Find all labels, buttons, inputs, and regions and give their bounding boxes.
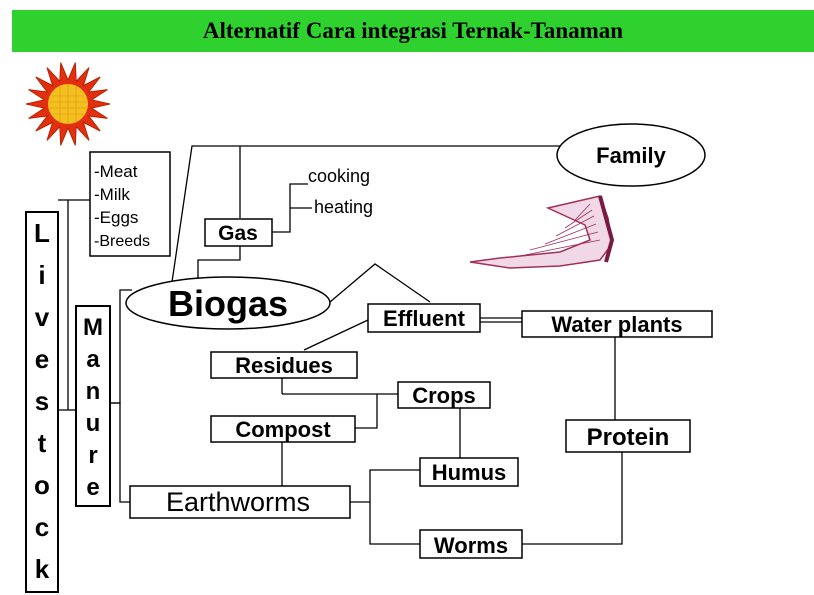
family-label: Family <box>596 143 666 168</box>
product-meat: -Meat <box>94 162 138 181</box>
biogas-label: Biogas <box>168 283 288 324</box>
worms-node: Worms <box>420 530 522 558</box>
earthworms-node: Earthworms <box>130 486 350 518</box>
fish-icon <box>470 196 612 268</box>
residues-node: Residues <box>211 352 357 378</box>
compost-node: Compost <box>211 416 355 442</box>
residues-label: Residues <box>235 353 333 378</box>
biogas-node: Biogas <box>126 277 330 329</box>
protein-node: Protein <box>566 420 690 452</box>
humus-node: Humus <box>420 458 518 486</box>
heating-label: heating <box>314 197 373 217</box>
worms-label: Worms <box>434 533 508 558</box>
water-plants-label: Water plants <box>551 312 682 337</box>
compost-label: Compost <box>235 417 331 442</box>
effluent-label: Effluent <box>383 306 466 331</box>
gas-label: Gas <box>218 222 258 245</box>
water-plants-node: Water plants <box>522 311 712 337</box>
family-node: Family <box>557 124 705 186</box>
earthworms-label: Earthworms <box>166 487 310 517</box>
crops-node: Crops <box>398 382 490 408</box>
effluent-node: Effluent <box>368 304 480 332</box>
humus-label: Humus <box>432 460 507 485</box>
product-breeds: -Breeds <box>94 233 150 250</box>
sun-icon <box>26 63 110 146</box>
products-node: -Meat -Milk -Eggs -Breeds <box>90 152 170 256</box>
protein-label: Protein <box>587 424 670 451</box>
crops-label: Crops <box>412 383 476 408</box>
product-eggs: -Eggs <box>94 208 138 227</box>
product-milk: -Milk <box>94 185 130 204</box>
cooking-label: cooking <box>308 166 370 186</box>
gas-node: Gas <box>205 219 272 246</box>
